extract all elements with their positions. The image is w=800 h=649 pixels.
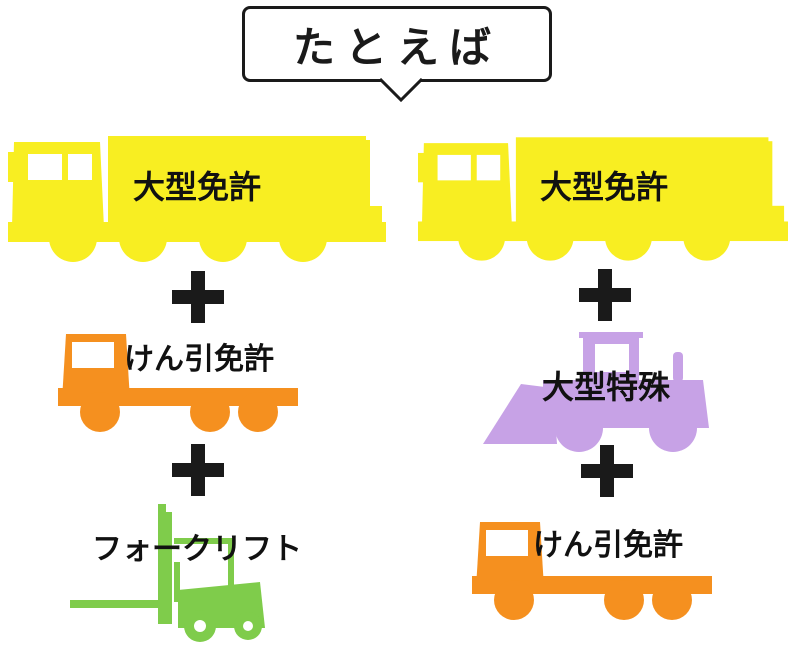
forklift-icon [70, 504, 265, 642]
plus-icon [581, 445, 633, 497]
right-vehicle1-label: 大型免許 [539, 168, 669, 206]
dump-truck-icon [418, 137, 788, 261]
dump-truck-icon [8, 136, 386, 262]
plus-icon [172, 444, 224, 496]
tractor-head-icon [58, 334, 298, 432]
tractor-head-icon [472, 522, 712, 620]
bubble-tail [380, 78, 422, 102]
plus-icon [579, 269, 631, 321]
right-vehicle2-label: 大型特殊 [541, 368, 671, 406]
right-vehicle3-label: けん引免許 [533, 528, 683, 563]
plus-icon [172, 271, 224, 323]
left-vehicle1-label: 大型免許 [132, 168, 262, 206]
title-bubble: たとえば [242, 6, 552, 82]
page-title: たとえば [292, 22, 501, 72]
left-vehicle3-label: フォークリフト [92, 532, 302, 567]
left-vehicle2-label: けん引免許 [124, 342, 274, 377]
wheel-loader-icon [483, 332, 709, 452]
